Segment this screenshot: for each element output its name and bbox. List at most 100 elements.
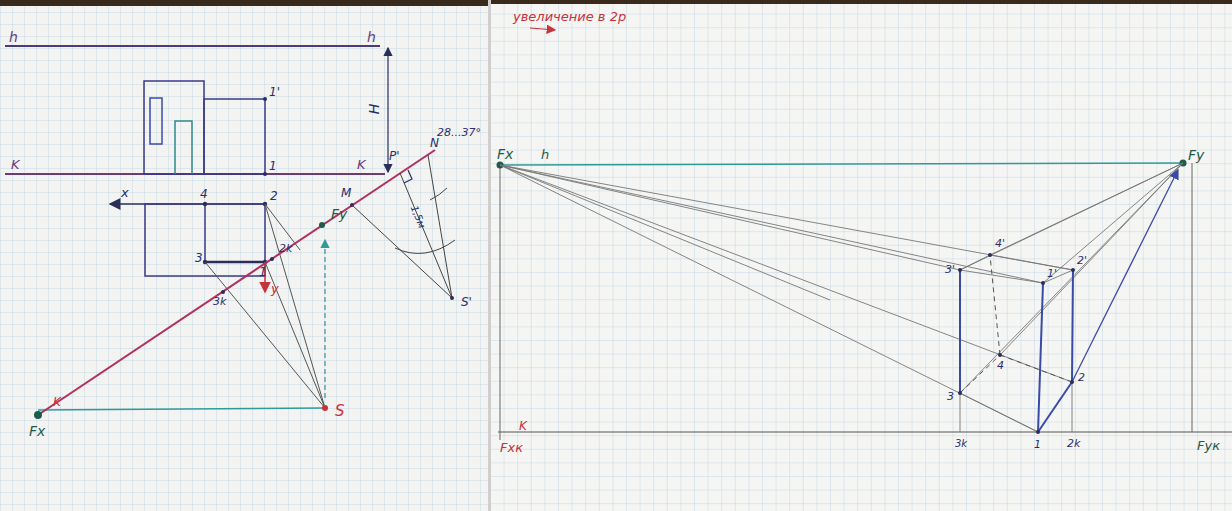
perspective-image-part [1041,281,1045,285]
point-label: 3k [954,439,968,449]
plan-view-part [204,204,206,262]
point-label: y [270,282,280,295]
perspective-image-part [988,253,992,257]
point-label: 4 [996,360,1005,371]
front-view-part [263,97,267,101]
point-label: Fy [330,207,348,221]
picture-plane-construction-part [400,173,452,298]
picture-plane-construction-part [265,204,325,408]
paper-sheets-part [0,6,488,511]
perspective-image-part [1036,430,1040,434]
front-view-part [175,121,192,174]
front-view [5,46,388,176]
point-label: Fx [28,424,46,438]
plan-view-part [205,261,265,264]
point-label: 3 [194,252,204,264]
perspective-image-part [960,355,1000,393]
perspective-image-part-part [959,270,961,393]
picture-plane-construction-part [319,222,325,228]
paper-sheets-part [0,6,488,511]
picture-plane-construction-part [395,240,455,253]
picture-plane-construction [34,150,455,419]
perspective-image-part-part [500,165,1073,270]
perspective-image-part [500,163,1183,432]
perspective-image-part [990,255,1000,355]
perspective-image-part [500,165,501,440]
perspective-image-part-part [960,393,1038,432]
perspective-image-part-part [500,165,1043,283]
perspective-image-part-part [500,165,1072,382]
picture-plane-construction-part [352,205,452,298]
point-label: h [540,148,550,161]
picture-plane-construction-part [221,290,225,294]
picture-plane-construction-part [205,262,325,408]
point-label: увеличение в 2р [512,10,627,23]
perspective-image-part-part [960,393,961,432]
perspective-image-part-part [1072,270,1073,382]
perspective-image-part-part [500,165,830,300]
front-view-part [144,81,204,174]
perspective-image-part-part [960,163,1183,393]
perspective-image-part-part [960,270,1043,283]
point-label: K [356,158,367,171]
point-label: 1' [268,86,281,98]
point-label: 2 [269,190,279,202]
picture-plane-construction-part [265,262,325,408]
point-label: K [52,396,62,408]
perspective-image-part [530,28,555,30]
point-label: 3' [944,264,956,275]
point-label: 4' [994,238,1006,249]
point-label: K [10,158,21,171]
point-label: 28...37° [436,127,482,138]
picture-plane-construction-part [428,155,452,298]
point-label: H [367,103,381,116]
point-label: 4 [199,188,209,200]
perspective-image-part-part [960,163,1183,270]
perspective-image-part [1071,268,1075,272]
picture-plane-construction-part [38,408,325,410]
picture-plane-construction-part [34,411,42,419]
point-label: 2 [1077,372,1086,383]
point-label: Fxк [499,441,524,454]
paper-sheets-part [491,4,1232,511]
picture-plane-construction-part [324,240,325,398]
point-label: N [429,137,440,149]
perspective-image-part [1070,380,1074,384]
perspective-image-part [998,353,1002,357]
point-label: S' [460,296,473,308]
picture-plane-construction-part [322,405,328,411]
point-label: 1 [258,266,268,278]
point-label: h [366,30,377,44]
point-label: x [120,186,130,199]
front-view-part [387,48,388,60]
perspective-image-part-part [990,255,1073,270]
perspective-image-part [960,270,1073,432]
point-label: P' [388,150,401,162]
perspective-image-part-part [1000,163,1183,355]
plan-view-part [203,202,207,206]
point-label: 2k [1066,438,1081,449]
point-label: S [334,404,346,419]
perspective-image-part [500,163,1185,165]
point-label: M [340,187,352,199]
perspective-image-part-part [500,165,960,270]
point-label: 1 [268,160,278,172]
point-label: 2' [1076,255,1088,266]
front-view-part [204,99,265,174]
picture-plane-construction-part [450,296,454,300]
point-label: 1 [1033,439,1042,450]
perspective-image [497,28,1232,440]
perspective-image-part [498,431,1232,432]
perspective-image-part-part [1038,382,1072,432]
point-label: h [8,30,19,44]
point-label: Fy [1187,148,1205,162]
plan-view-part [145,204,265,276]
front-view-part [5,45,380,47]
paper-sheets-part [491,4,1232,511]
picture-plane-construction-part [430,188,447,200]
perspective-image-part-part [990,163,1183,255]
perspective-image-part [1192,163,1193,432]
point-label: Fx [496,147,514,161]
